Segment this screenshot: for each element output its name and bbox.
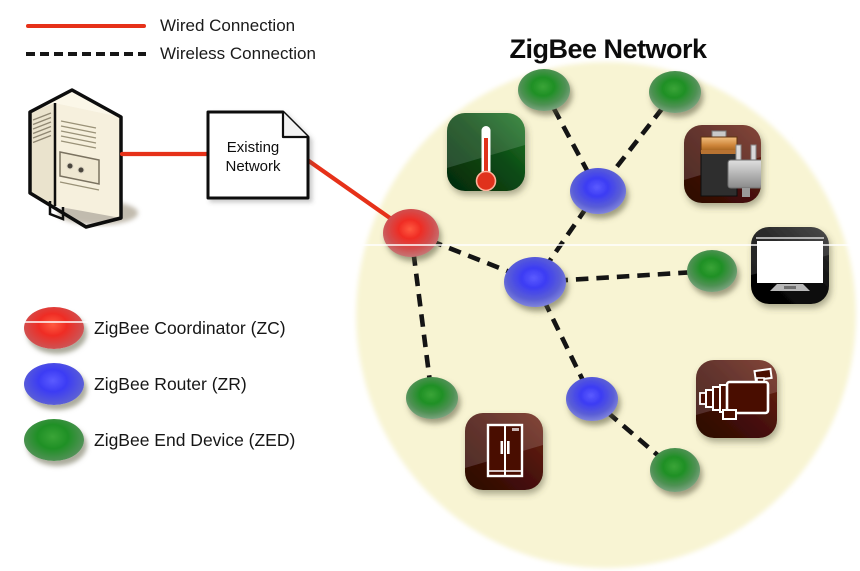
end-device-node-zed-bottom: [650, 448, 700, 492]
wired-label: Wired Connection: [160, 16, 296, 35]
end-device-label: ZigBee End Device (ZED): [94, 429, 296, 450]
end-device-node-zed-top-right: [649, 71, 701, 113]
router-label: ZigBee Router (ZR): [94, 373, 247, 394]
document-label-line2: Network: [225, 158, 281, 175]
connection-legend: Wired Connection Wireless Connection: [26, 12, 316, 68]
legend-item-wireless: Wireless Connection: [26, 40, 316, 68]
router-node-zr-upper: [570, 168, 626, 214]
thermometer-icon: [447, 113, 525, 191]
document-label-line1: Existing: [227, 139, 280, 156]
video-camera-icon: [696, 360, 777, 438]
wireless-label: Wireless Connection: [160, 44, 316, 63]
end-device-node-zed-right: [687, 250, 737, 292]
end-device-node-zed-top-left: [518, 69, 570, 111]
legend-item-wired: Wired Connection: [26, 12, 316, 40]
node-type-legend: ZigBee Coordinator (ZC) ZigBee Router (Z…: [24, 300, 295, 468]
end-device-swatch: [24, 419, 84, 461]
wired-line-sample: [26, 12, 148, 40]
router-swatch: [24, 363, 84, 405]
existing-network-document: Existing Network: [206, 110, 310, 200]
coordinator-node-zc-coordinator: [383, 209, 439, 257]
wireless-edge-zc-coordinator-zed-lower-left: [408, 232, 435, 399]
legend-item-router: ZigBee Router (ZR): [24, 356, 295, 412]
router-node-zr-center: [504, 257, 566, 307]
legend-item-coordinator: ZigBee Coordinator (ZC): [24, 300, 295, 356]
end-device-node-zed-lower-left: [406, 377, 458, 419]
legend-item-end-device: ZigBee End Device (ZED): [24, 412, 295, 468]
battery-plug-icon: [684, 125, 761, 203]
zigbee-network-area: [356, 62, 856, 568]
coordinator-swatch: [24, 307, 84, 349]
scanline-artifact: [352, 244, 858, 246]
page-title: ZigBee Network: [509, 34, 707, 65]
refrigerator-icon: [465, 413, 543, 490]
coordinator-label: ZigBee Coordinator (ZC): [94, 317, 286, 338]
router-node-zr-lower: [566, 377, 618, 421]
monitor-icon: [751, 227, 829, 304]
computer-icon: [28, 88, 138, 229]
wireless-line-sample: [26, 40, 148, 68]
